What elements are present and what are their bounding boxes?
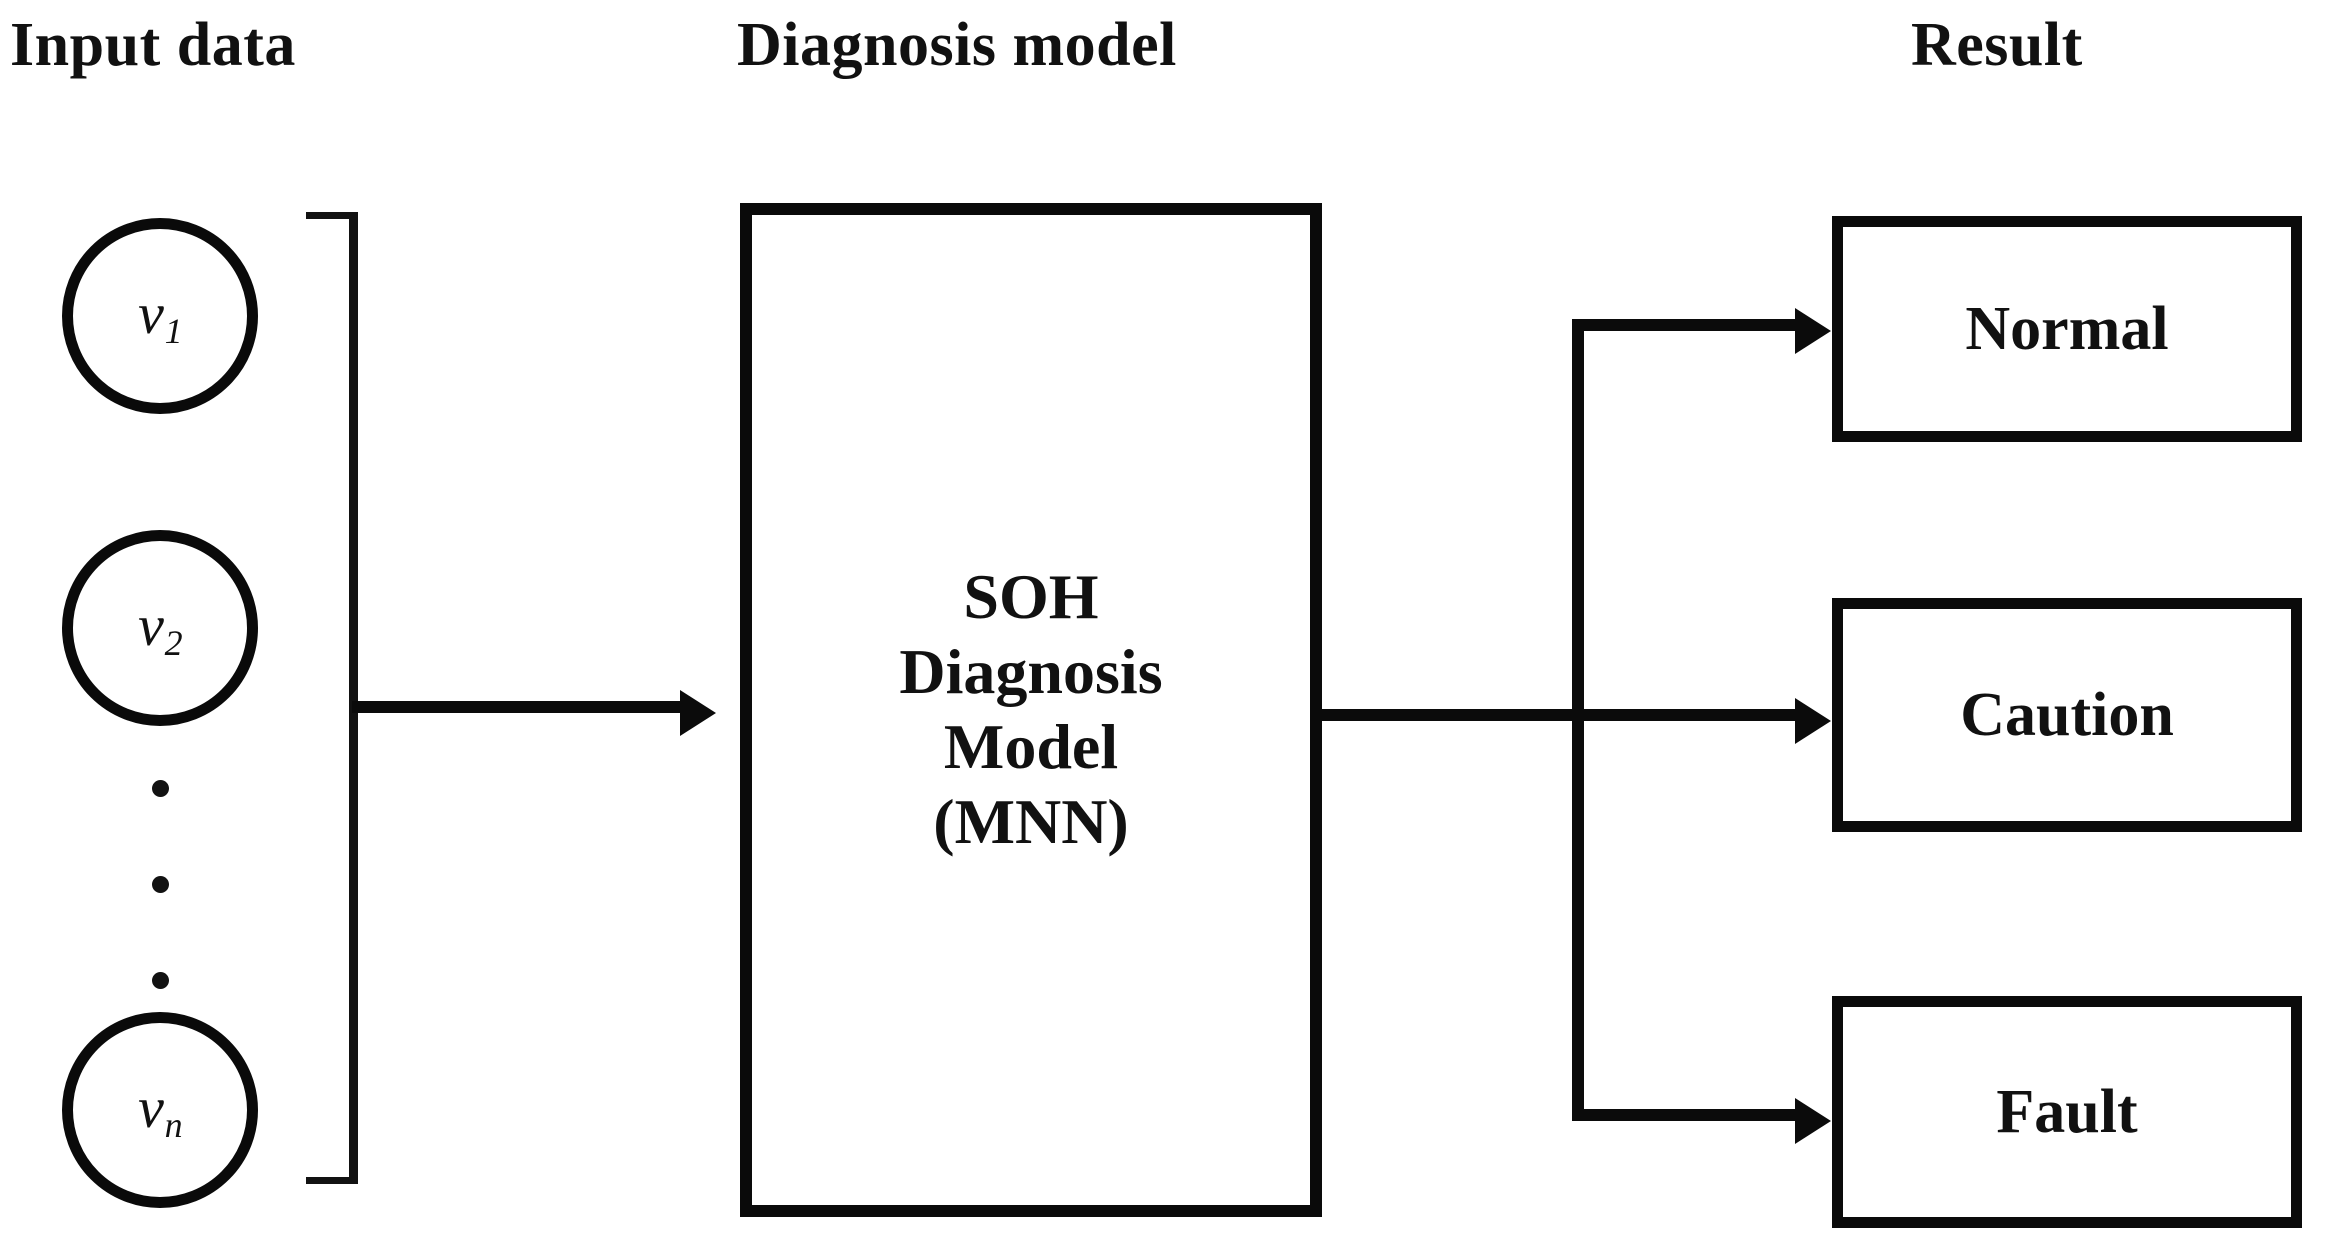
connector-input-to-model-line [352,701,682,713]
connector-to-caution-line [1572,709,1800,721]
result-box-caution: Caution [1832,598,2302,832]
input-node-v1-label: v1 [138,285,182,350]
input-node-v2-label: v2 [138,597,182,662]
model-text-line-1: SOH [963,561,1099,633]
subscript-2: 2 [164,623,183,664]
result-box-fault: Fault [1832,996,2302,1228]
model-text-line-4: (MNN) [933,785,1129,857]
input-node-v1: v1 [62,218,258,414]
column-header-input-data: Input data [10,11,296,79]
connector-to-caution-arrowhead [1795,698,1831,744]
soh-diagnosis-model-box: SOH Diagnosis Model (MNN) [740,203,1322,1217]
connector-to-fault-line [1572,1109,1800,1121]
model-text-line-2: Diagnosis [899,636,1163,708]
model-text-line-3: Model [943,711,1119,782]
variable-v: v [138,281,164,346]
variable-v: v [138,593,164,658]
input-node-vn: vn [62,1012,258,1208]
connector-to-normal-line [1572,319,1800,331]
vertical-ellipsis-dot [152,780,169,797]
subscript-1: 1 [164,311,183,352]
input-group-bracket [306,212,358,1184]
column-header-result: Result [1911,11,2083,79]
vertical-ellipsis-dot [152,972,169,989]
connector-model-output-line [1320,709,1586,721]
subscript-n: n [164,1105,183,1146]
connector-input-to-model-arrowhead [680,690,716,736]
result-label-fault: Fault [1996,1078,2138,1146]
result-box-normal: Normal [1832,216,2302,442]
input-node-vn-label: vn [138,1079,182,1144]
result-label-caution: Caution [1960,681,2174,749]
column-header-diagnosis-model: Diagnosis model [737,11,1177,79]
vertical-ellipsis-dot [152,876,169,893]
variable-v: v [138,1075,164,1140]
result-label-normal: Normal [1965,295,2169,363]
input-node-v2: v2 [62,530,258,726]
connector-to-fault-arrowhead [1795,1098,1831,1144]
connector-to-normal-arrowhead [1795,308,1831,354]
